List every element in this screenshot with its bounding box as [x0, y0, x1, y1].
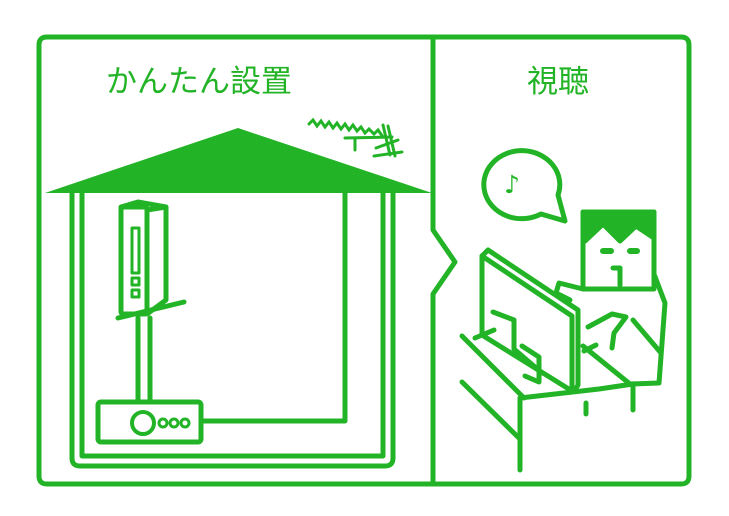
speech-bubble: [481, 148, 568, 224]
antenna-cable: [198, 190, 348, 424]
person-icon: [553, 209, 668, 387]
setup-panel-title: かんたん設置: [106, 64, 292, 100]
router-device-icon: [115, 199, 187, 405]
house: [69, 190, 396, 469]
music-note-icon: ♪: [504, 170, 520, 199]
house-roof: [45, 128, 432, 193]
monitor-icon: [472, 247, 581, 394]
desk: [459, 333, 636, 473]
outer-frame-left: [36, 34, 458, 487]
antenna-icon: [307, 117, 404, 158]
house-wall-outer: [69, 190, 396, 469]
person-hair: [580, 209, 657, 244]
house-wall-inner: [79, 190, 386, 459]
tuner-device-icon: [95, 399, 204, 445]
viewing-panel-title: 視聴: [527, 64, 589, 100]
outer-frame-right: [430, 34, 692, 487]
